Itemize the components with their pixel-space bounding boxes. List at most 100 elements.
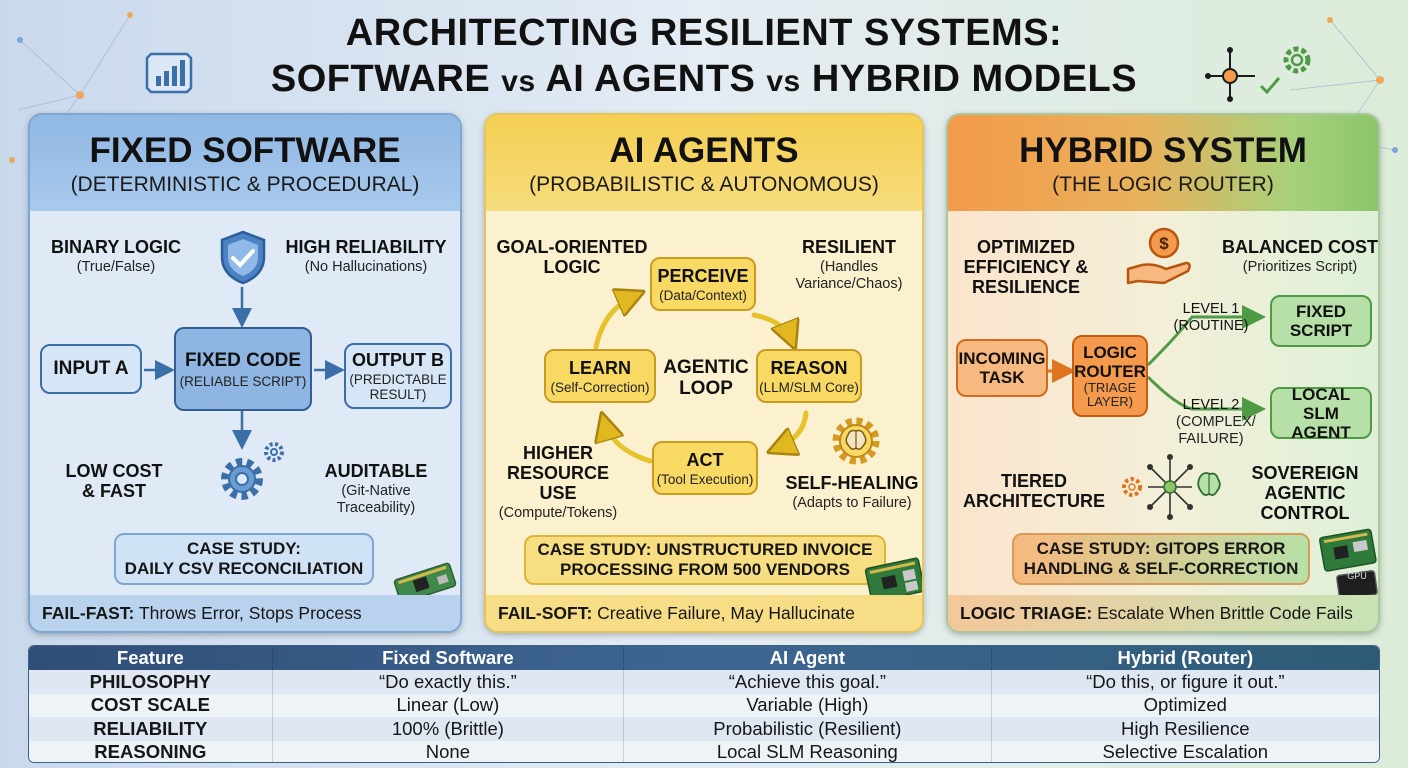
panel-fixed-header: FIXED SOFTWARE (DETERMINISTIC & PROCEDUR… — [30, 115, 460, 211]
chart-icon — [145, 52, 193, 94]
balanced-cost-sub: (Prioritizes Script) — [1242, 259, 1358, 275]
fixed-case-line-2: DAILY CSV RECONCILIATION — [124, 559, 364, 578]
optimized-line-3: RESILIENCE — [971, 277, 1081, 297]
learn-title: LEARN — [569, 357, 631, 378]
auditable-sub: (Git-Native Traceability) — [336, 483, 416, 516]
sovereign-line-1: SOVEREIGN — [1251, 463, 1359, 483]
table-cell: High Resilience — [1121, 717, 1250, 739]
level-1-label: LEVEL 1 (ROUTINE) — [1170, 301, 1252, 335]
resilient-title: RESILIENT — [801, 237, 896, 257]
balanced-cost-title: BALANCED COST — [1222, 237, 1378, 257]
coin-hand-icon: $ — [1126, 227, 1191, 285]
higher-resource-label: HIGHER RESOURCE USE (Compute/Tokens) — [488, 443, 628, 522]
table-cell: 100% (Brittle) — [273, 717, 625, 741]
fixed-flow-arrows — [144, 287, 345, 450]
table-cell: RELIABILITY — [29, 717, 273, 741]
logic-router-line-1: LOGIC — [1083, 343, 1137, 362]
binary-logic-sub: (True/False) — [76, 259, 156, 275]
hybrid-case-line-1: CASE STUDY: GITOPS ERROR — [1036, 539, 1286, 558]
incoming-task-line-2: TASK — [979, 368, 1025, 387]
incoming-task-line-1: INCOMING — [958, 349, 1046, 368]
perceive-title: PERCEIVE — [657, 265, 749, 286]
optimized-line-2: EFFICIENCY & — [963, 257, 1089, 277]
table-cell: Optimized — [1143, 694, 1227, 716]
panel-hybrid-title: HYBRID SYSTEM — [1019, 131, 1307, 170]
local-slm-line-2: AGENT — [1291, 422, 1351, 442]
logic-router-line-2: ROUTER — [1074, 362, 1146, 381]
agentic-loop-line-2: LOOP — [679, 378, 733, 399]
tiered-line-1: TIERED — [1000, 471, 1067, 491]
perceive-box: PERCEIVE (Data/Context) — [650, 257, 756, 311]
table-cell: Probabilistic (Resilient) — [624, 717, 992, 741]
table-header-cell: Fixed Software — [273, 646, 625, 670]
title-hybrid-models: HYBRID MODELS — [811, 58, 1138, 100]
hybrid-footer-text: Escalate When Brittle Code Fails — [1092, 602, 1353, 623]
tiered-architecture-label: TIERED ARCHITECTURE — [956, 471, 1112, 511]
sovereign-line-3: CONTROL — [1260, 503, 1350, 523]
router-flow-arrows — [1048, 305, 1266, 421]
agents-case-line-2: PROCESSING FROM 500 VENDORS — [559, 560, 850, 579]
agentic-loop-line-1: AGENTIC — [663, 357, 749, 378]
learn-box: LEARN (Self-Correction) — [544, 349, 656, 403]
table-cell: PHILOSOPHY — [29, 670, 273, 694]
gpu-chip-label: GPU — [1347, 571, 1367, 581]
logic-router-sub: (TRIAGE LAYER) — [1083, 380, 1137, 409]
higher-line-1: HIGHER — [522, 443, 593, 463]
table-header-cell: Hybrid (Router) — [1117, 647, 1254, 668]
agents-footer-text: Creative Failure, May Hallucinate — [592, 602, 855, 623]
reason-sub: (LLM/SLM Core) — [759, 379, 859, 395]
title-ai-agents: AI AGENTS — [545, 58, 756, 100]
optimized-line-1: OPTIMIZED — [977, 237, 1075, 257]
table-body: PHILOSOPHY “Do exactly this.” “Achieve t… — [29, 670, 1379, 762]
board-and-chip-icon — [1319, 528, 1378, 600]
fixed-case-line-1: CASE STUDY: — [187, 539, 301, 558]
panel-agents-title: AI AGENTS — [609, 131, 799, 170]
output-b-sub: (PREDICTABLE RESULT) — [349, 372, 447, 402]
table-cell: COST SCALE — [29, 693, 273, 717]
goal-oriented-line-2: LOGIC — [543, 257, 601, 277]
fixed-script-line-2: SCRIPT — [1289, 321, 1353, 340]
output-b-title: OUTPUT B — [352, 350, 444, 370]
fixed-footer-bold: FAIL-FAST: — [42, 602, 135, 623]
reason-title: REASON — [770, 357, 848, 378]
title-software: SOFTWARE — [270, 58, 491, 100]
low-cost-label: LOW COST & FAST — [56, 461, 172, 501]
table-row: PHILOSOPHY “Do exactly this.” “Achieve t… — [29, 670, 1379, 694]
optimized-label: OPTIMIZED EFFICIENCY & RESILIENCE — [954, 237, 1098, 297]
act-sub: (Tool Execution) — [656, 471, 754, 487]
agents-case-line-1: CASE STUDY: UNSTRUCTURED INVOICE — [537, 540, 873, 559]
low-cost-line-1: LOW COST — [65, 461, 163, 481]
comparison-table: Feature Fixed Software AI Agent Hybrid (… — [28, 645, 1380, 763]
high-reliability-label: HIGH RELIABILITY (No Hallucinations) — [280, 237, 452, 276]
low-cost-line-2: & FAST — [81, 481, 146, 501]
brain-gear-icon — [832, 417, 880, 465]
input-a-box: INPUT A — [40, 344, 142, 394]
self-healing-title: SELF-HEALING — [785, 473, 919, 493]
page-title-line-2: SOFTWARE vs AI AGENTS vs HYBRID MODELS — [0, 58, 1408, 101]
goal-oriented-label: GOAL-ORIENTED LOGIC — [494, 237, 650, 277]
learn-sub: (Self-Correction) — [550, 379, 650, 395]
fixed-code-sub: (RELIABLE SCRIPT) — [179, 373, 307, 389]
balanced-cost-label: BALANCED COST (Prioritizes Script) — [1220, 237, 1378, 276]
incoming-task-box: INCOMING TASK — [956, 339, 1048, 397]
goal-oriented-line-1: GOAL-ORIENTED — [496, 237, 648, 257]
table-header-cell: AI Agent — [624, 646, 992, 670]
logic-router-box: LOGIC ROUTER (TRIAGE LAYER) — [1072, 335, 1148, 417]
table-row: RELIABILITY 100% (Brittle) Probabilistic… — [29, 717, 1379, 741]
act-box: ACT (Tool Execution) — [652, 441, 758, 495]
svg-text:$: $ — [1159, 234, 1169, 253]
table-cell: Linear (Low) — [273, 693, 625, 717]
high-reliability-sub: (No Hallucinations) — [304, 259, 428, 275]
table-cell: Local SLM Reasoning — [624, 740, 992, 762]
agentic-loop-label: AGENTIC LOOP — [656, 357, 756, 399]
binary-logic-label: BINARY LOGIC (True/False) — [44, 237, 188, 276]
panel-fixed-title: FIXED SOFTWARE — [89, 131, 401, 170]
higher-line-3: USE — [539, 483, 577, 503]
table-cell: REASONING — [29, 740, 273, 762]
table-header-cell: Feature — [29, 646, 273, 670]
agents-footer: FAIL-SOFT: Creative Failure, May Halluci… — [486, 595, 922, 631]
table-cell: “Achieve this goal.” — [624, 670, 992, 694]
fixed-code-title: FIXED CODE — [184, 349, 302, 371]
level-2-title: LEVEL 2 — [1182, 397, 1240, 413]
